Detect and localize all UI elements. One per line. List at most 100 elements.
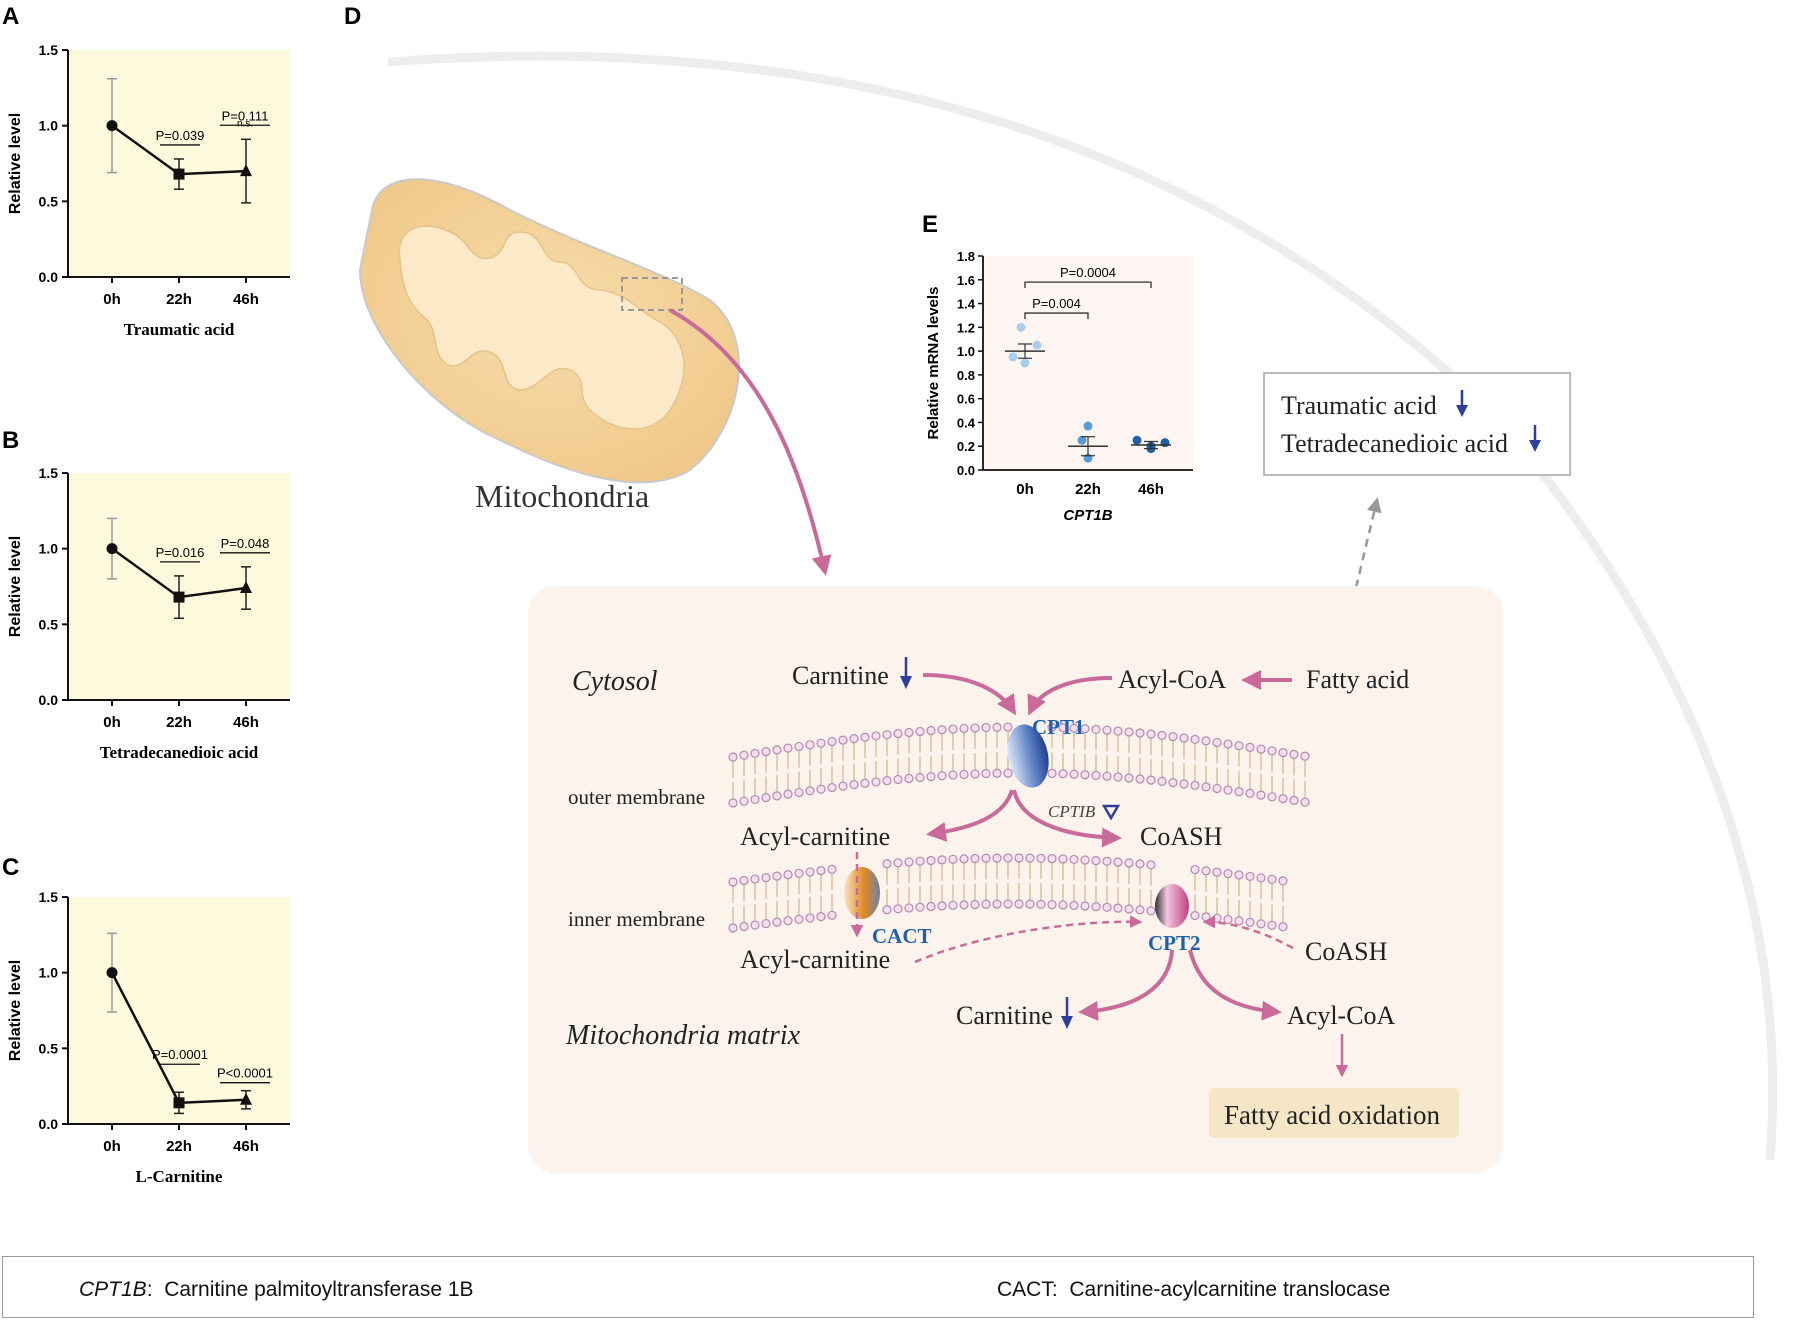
lipid-head (1025, 899, 1035, 909)
summary-tetradecanedioic-acid: Tetradecanedioic acid (1281, 429, 1508, 458)
panel-label-b: B (2, 427, 19, 454)
lipid-head (1003, 899, 1013, 909)
label-fatty-acid: Fatty acid (1306, 665, 1409, 694)
lipid-head (1289, 795, 1299, 805)
down-arrow-icon (1061, 997, 1073, 1029)
data-point (1020, 358, 1030, 368)
y-axis-title: Relative level (7, 536, 24, 637)
y-tick-label: 0.4 (957, 415, 976, 430)
lipid-head (794, 914, 804, 924)
lipid-head (1124, 858, 1134, 868)
lipid-head (1014, 853, 1024, 863)
lipid-head (1267, 874, 1277, 884)
significance-label: P=0.039 (156, 128, 205, 143)
lipid-head (948, 724, 958, 734)
significance-label: P=0.016 (156, 545, 205, 560)
lipid-head (739, 875, 749, 886)
lipid-head (1157, 730, 1167, 740)
legend-abbr-cact: CACT (997, 1278, 1052, 1301)
significance-sublabel: n.s. (237, 118, 253, 129)
lipid-head (1135, 774, 1145, 784)
x-tick-label: 0h (103, 291, 121, 308)
lipid-head (1245, 917, 1255, 927)
x-tick-label: 22h (166, 1138, 192, 1155)
lipid-head (838, 735, 848, 745)
lipid-head (1058, 900, 1068, 910)
significance-label: P=0.004 (1032, 296, 1081, 311)
x-tick-label: 46h (233, 291, 259, 308)
y-tick-label: 0.0 (957, 463, 975, 478)
lipid-head (1256, 919, 1266, 929)
lipid-head (838, 781, 848, 791)
lipid-head (893, 858, 903, 868)
inner-membrane-bilayer (728, 853, 1288, 933)
legend-text-cpt1b: Carnitine palmitoyltransferase 1B (164, 1278, 474, 1301)
lipid-head (882, 859, 892, 869)
lipid-head (904, 903, 914, 913)
lipid-head (805, 786, 815, 796)
outer-membrane-bilayer (728, 722, 1310, 808)
label-acyl-carnitine-1: Acyl-carnitine (740, 822, 890, 851)
dashed-arrow-to-summary (1341, 497, 1382, 643)
lipid-head (882, 905, 892, 915)
x-tick-label: 46h (1138, 481, 1164, 498)
lipid-head (915, 856, 925, 866)
data-point (240, 581, 252, 594)
lipid-head (1234, 741, 1244, 751)
lipid-head (1025, 853, 1035, 863)
lipid-head (992, 768, 1002, 778)
x-axis-title: Tetradecanedioic acid (100, 743, 259, 762)
cpt2-transporter (1155, 884, 1189, 928)
significance-bracket (1024, 312, 1089, 320)
label-carnitine-bottom: Carnitine (956, 1001, 1053, 1030)
lipid-head (959, 854, 969, 864)
lipid-head (1080, 855, 1090, 865)
x-tick-label: 46h (233, 714, 259, 731)
lipid-head (893, 904, 903, 914)
x-axis-title: Traumatic acid (124, 320, 235, 339)
lipid-head (1091, 855, 1101, 866)
lipid-head (893, 774, 903, 785)
lipid-head (1113, 726, 1123, 736)
lipid-head (783, 870, 793, 880)
lipid-head (761, 747, 771, 757)
lipid-head (739, 796, 749, 806)
data-point (173, 1097, 185, 1109)
legend-abbr-cpt1b: CPT1B (79, 1278, 147, 1301)
lipid-head (1113, 772, 1123, 782)
y-tick-label: 0.0 (39, 269, 59, 285)
y-tick-label: 0.0 (39, 692, 59, 708)
lipid-head (1146, 729, 1156, 739)
y-tick-label: 0.5 (39, 193, 59, 209)
mitochondrion-illustration (358, 178, 740, 484)
lipid-head (827, 910, 837, 920)
label-coash-1: CoASH (1140, 822, 1223, 851)
significance-label: P=0.0004 (1060, 265, 1116, 280)
lipid-head (1047, 768, 1057, 779)
lipid-head (816, 866, 826, 876)
lipid-head (915, 726, 925, 737)
lipid-head (992, 853, 1002, 863)
pathway-panel (528, 586, 1503, 1173)
lipid-head (1267, 792, 1277, 802)
significance-label: P=0.111 (222, 108, 269, 123)
lipid-head (981, 768, 991, 779)
lipid-head (794, 741, 804, 752)
lipid-head (1190, 864, 1200, 875)
lipid-head (1091, 770, 1101, 781)
lipid-head (1036, 899, 1046, 909)
lipid-head (761, 872, 771, 883)
lipid-head (1124, 727, 1134, 737)
lipid-head (827, 783, 837, 793)
x-axis-title: L-Carnitine (136, 1167, 223, 1186)
y-tick-label: 0.5 (39, 1040, 59, 1056)
lipid-head (805, 867, 815, 877)
lipid-head (1135, 859, 1145, 869)
lipid-head (937, 855, 947, 865)
lipid-head (827, 864, 837, 874)
lipid-head (816, 784, 826, 794)
lipid-head (1146, 906, 1156, 916)
x-tick-label: 22h (166, 291, 192, 308)
lipid-head (1080, 770, 1090, 780)
